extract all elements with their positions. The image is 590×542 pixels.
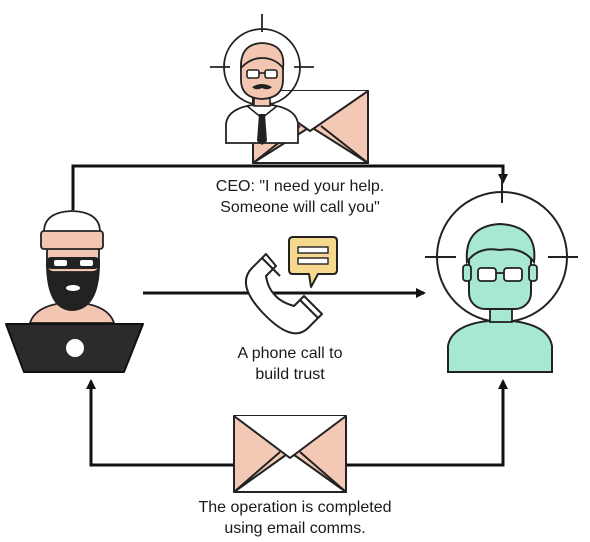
arrow-email-to-victim [345,379,508,467]
chat-bubble-icon [288,236,338,288]
phone-icon [244,253,323,335]
phone-call-line-1: A phone call to [237,345,343,362]
phone-call-line-2: build trust [255,366,325,383]
laptop-icon [5,323,144,373]
email-comms-caption: The operation is completed using email c… [140,497,450,539]
phone-call-caption: A phone call to build trust [180,343,400,385]
ceo-message-caption: CEO: "I need your help. Someone will cal… [150,176,450,218]
ceo-message-line-2: Someone will call you" [220,199,380,216]
arrow-email-to-hacker [86,379,235,467]
victim-icon [425,174,578,373]
email-comms-line-2: using email comms. [224,520,366,537]
ceo-icon [210,14,314,145]
email-comms-line-1: The operation is completed [198,499,392,516]
hacker-icon [28,210,116,324]
envelope-icon-bottom [233,415,347,493]
ceo-message-line-1: CEO: "I need your help. [215,178,385,195]
